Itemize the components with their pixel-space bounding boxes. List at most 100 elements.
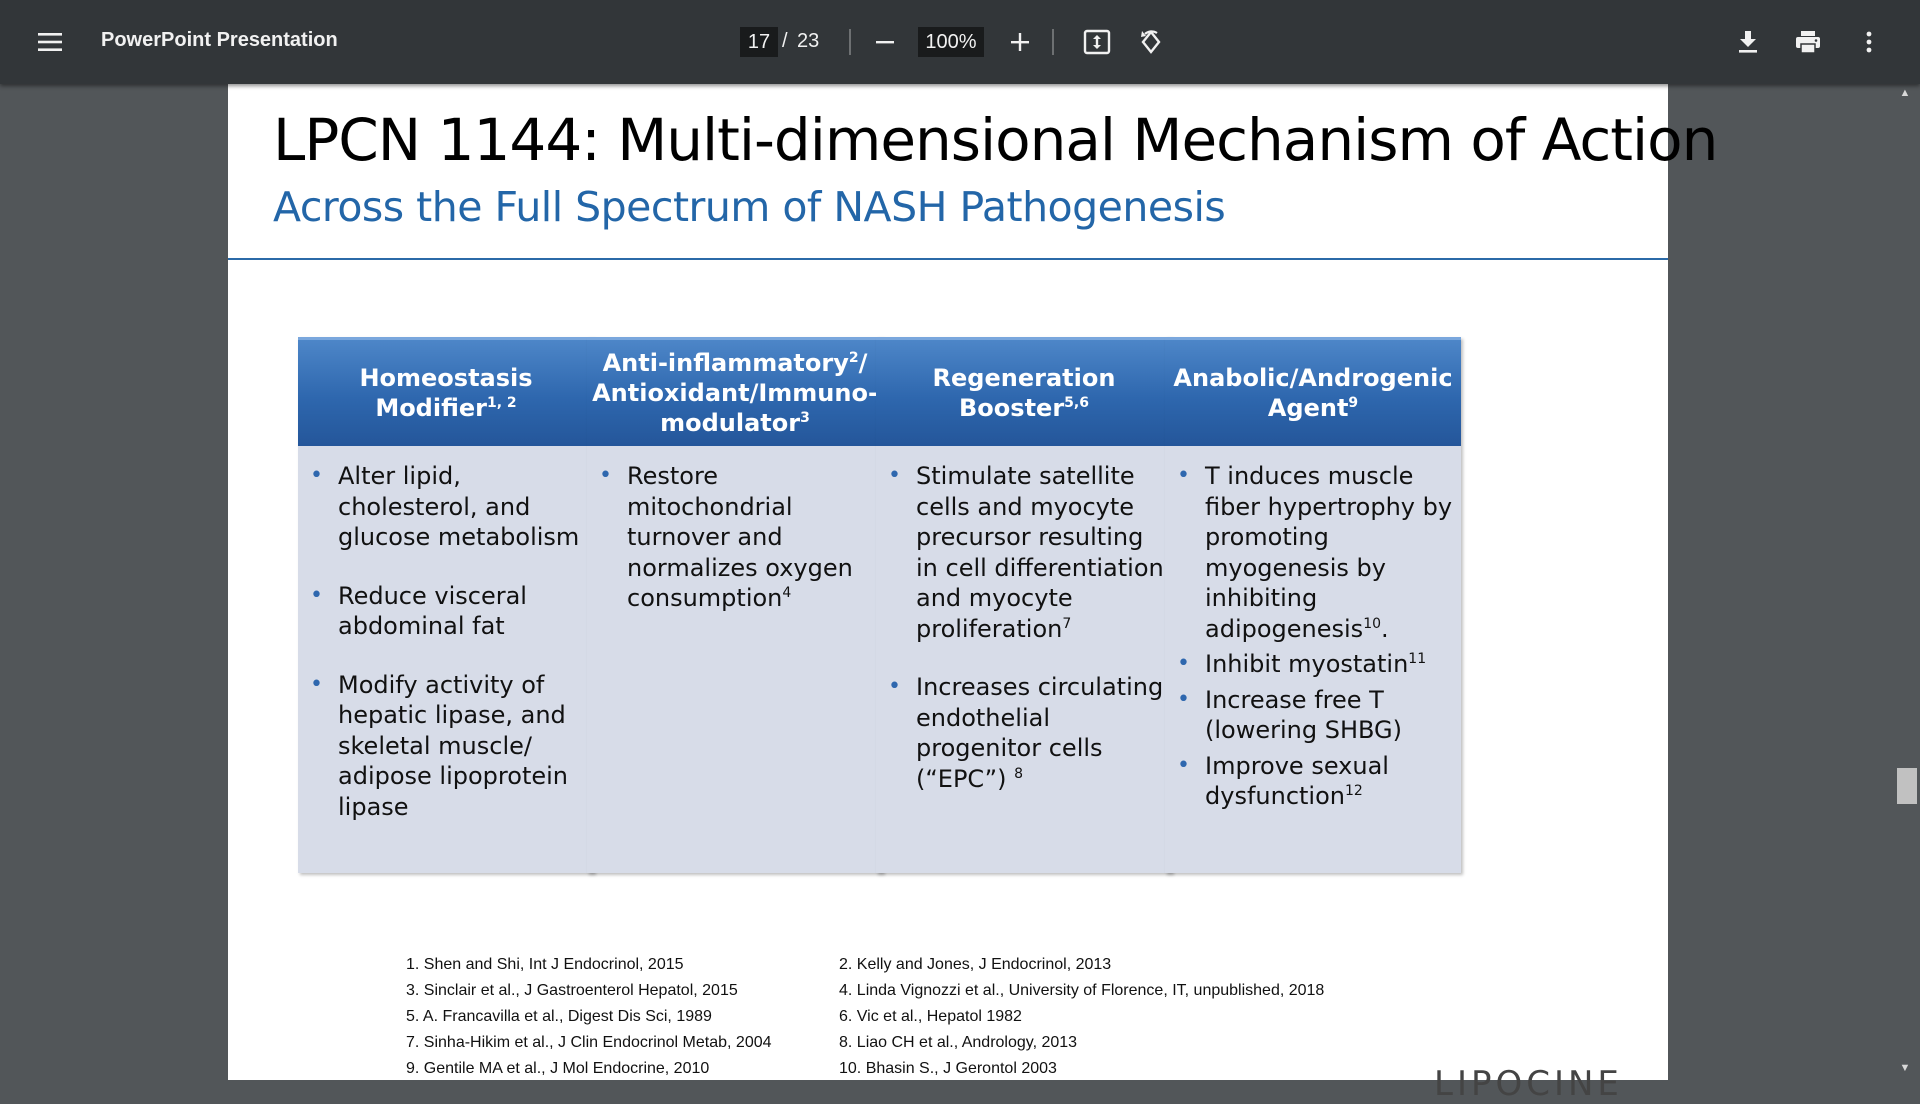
print-icon xyxy=(1796,31,1820,54)
citation-superscript: 1, 2 xyxy=(487,395,517,411)
bullet-item: Alter lipid, cholesterol, and glucose me… xyxy=(298,461,594,553)
column-header-line: Modifier1, 2 xyxy=(375,393,516,423)
bullet-tail: . xyxy=(1381,614,1389,643)
reference-entry: 7. Sinha-Hikim et al., J Clin Endocrinol… xyxy=(406,1034,772,1051)
bullet-text: Increase free T (lowering SHBG) xyxy=(1205,685,1403,745)
bullet-item: Increases circulating endothelial progen… xyxy=(876,672,1172,794)
bullet-list: Restore mitochondrial turnover and norma… xyxy=(587,461,883,614)
column-header-text: modulator xyxy=(660,409,801,437)
reference-entry: 2. Kelly and Jones, J Endocrinol, 2013 xyxy=(839,956,1112,973)
column-header-line: modulator3 xyxy=(660,408,810,438)
column-header-line: Regeneration xyxy=(933,363,1116,393)
reference-entry: 8. Liao CH et al., Andrology, 2013 xyxy=(839,1034,1078,1051)
citation-superscript: 10 xyxy=(1363,615,1382,632)
plus-icon xyxy=(1011,33,1029,51)
citation-superscript: 7 xyxy=(1062,615,1072,632)
page-total: 23 xyxy=(797,30,820,52)
fit-to-page-button[interactable] xyxy=(1077,22,1117,62)
pdf-toolbar: PowerPoint Presentation 17 / 23 100% xyxy=(0,0,1920,84)
bullet-text: Alter lipid, cholesterol, and glucose me… xyxy=(338,462,580,551)
column-header-line: Anti-inflammatory2/ xyxy=(603,348,868,378)
pdf-page: LPCN 1144: Multi-dimensional Mechanism o… xyxy=(228,84,1718,1104)
reference-entry: 5. A. Francavilla et al., Digest Dis Sci… xyxy=(406,1008,712,1025)
column-header-text: Modifier xyxy=(375,394,487,422)
bullet-item: Restore mitochondrial turnover and norma… xyxy=(587,461,883,614)
document-title: PowerPoint Presentation xyxy=(101,29,338,51)
bullet-list: Stimulate satellite cells and myocyte pr… xyxy=(876,461,1172,794)
page-number-input[interactable]: 17 xyxy=(740,27,778,57)
bullet-list: Alter lipid, cholesterol, and glucose me… xyxy=(298,461,594,822)
column-header-text: Agent xyxy=(1267,394,1349,422)
scrollbar-thumb[interactable] xyxy=(1897,768,1917,804)
slide-subtitle: Across the Full Spectrum of NASH Pathoge… xyxy=(273,183,1226,231)
rotate-button[interactable] xyxy=(1131,22,1171,62)
column-header-text: Booster xyxy=(959,394,1065,422)
column-header-text: Homeostasis xyxy=(359,364,533,392)
citation-superscript: 12 xyxy=(1344,783,1363,799)
bullet-text: Stimulate satellite cells and myocyte pr… xyxy=(916,462,1164,643)
logo-text: LIPOCINE xyxy=(1434,1064,1623,1104)
reference-entry: 1. Shen and Shi, Int J Endocrinol, 2015 xyxy=(406,956,684,973)
bullet-text: Increases circulating endothelial progen… xyxy=(916,673,1164,793)
slide-title: LPCN 1144: Multi-dimensional Mechanism o… xyxy=(273,106,1718,174)
reference-entry: 3. Sinclair et al., J Gastroenterol Hepa… xyxy=(406,982,738,999)
print-button[interactable] xyxy=(1788,22,1828,62)
bullet-text: Modify activity of hepatic lipase, and s… xyxy=(338,670,568,821)
fit-to-page-icon xyxy=(1083,29,1111,55)
download-icon xyxy=(1739,31,1757,53)
reference-entry: 10. Bhasin S., J Gerontol 2003 xyxy=(839,1060,1057,1077)
citation-superscript: 9 xyxy=(1348,395,1359,411)
column-header: Anti-inflammatory2/Antioxidant/Immuno-mo… xyxy=(587,337,883,446)
reference-entry: 9. Gentile MA et al., J Mol Endocrine, 2… xyxy=(406,1060,710,1077)
title-divider xyxy=(228,258,1668,260)
column-header-line: Antioxidant/Immuno- xyxy=(592,378,878,408)
citation-superscript: 4 xyxy=(782,585,792,601)
download-button[interactable] xyxy=(1728,22,1768,62)
citation-superscript: 2 xyxy=(848,350,859,366)
bullet-text: Improve sexual dysfunction xyxy=(1205,751,1389,811)
column-header-text: Antioxidant/Immuno- xyxy=(592,379,878,407)
bullet-list: T induces muscle fiber hypertrophy by pr… xyxy=(1165,461,1461,812)
column-header-text: Anabolic/Androgenic xyxy=(1173,364,1453,392)
zoom-out-button[interactable] xyxy=(865,22,905,62)
zoom-level-input[interactable]: 100% xyxy=(918,27,984,57)
more-options-button[interactable] xyxy=(1849,22,1889,62)
scroll-up-arrow[interactable]: ▲ xyxy=(1899,87,1911,99)
menu-button[interactable] xyxy=(30,22,70,62)
bullet-item: Modify activity of hepatic lipase, and s… xyxy=(298,670,594,823)
reference-entry: 6. Vic et al., Hepatol 1982 xyxy=(839,1008,1022,1025)
bullet-text: T induces muscle fiber hypertrophy by pr… xyxy=(1205,462,1453,643)
citation-superscript: 8 xyxy=(1014,765,1023,782)
reference-entry: 4. Linda Vignozzi et al., University of … xyxy=(839,982,1325,999)
column-header-tail: / xyxy=(858,349,868,377)
rotate-counterclockwise-icon xyxy=(1141,30,1161,54)
column-header-line: Booster5,6 xyxy=(959,393,1089,423)
company-logo: LIPOCINE xyxy=(1434,1064,1634,1104)
bullet-item: Reduce visceral abdominal fat xyxy=(298,581,594,642)
bullet-item: Inhibit myostatin11 xyxy=(1165,649,1461,680)
column-header-line: Anabolic/Androgenic xyxy=(1173,363,1452,393)
column-header-text: Regeneration xyxy=(932,364,1116,392)
references-right: 2. Kelly and Jones, J Endocrinol, 2013 4.… xyxy=(839,952,1324,1082)
bullet-item: T induces muscle fiber hypertrophy by pr… xyxy=(1165,461,1461,644)
page-separator: / xyxy=(782,30,788,52)
bullet-item: Increase free T (lowering SHBG) xyxy=(1165,685,1461,746)
bullet-text: Restore mitochondrial turnover and norma… xyxy=(627,462,853,612)
bullet-text: Reduce visceral abdominal fat xyxy=(338,581,527,641)
minus-icon xyxy=(876,41,894,44)
citation-superscript: 5,6 xyxy=(1064,395,1089,411)
column-header-line: Homeostasis xyxy=(359,363,532,393)
more-vertical-icon xyxy=(1866,31,1872,53)
toolbar-divider xyxy=(1052,29,1054,55)
bullet-item: Improve sexual dysfunction12 xyxy=(1165,751,1461,812)
zoom-in-button[interactable] xyxy=(1000,22,1040,62)
bullet-item: Stimulate satellite cells and myocyte pr… xyxy=(876,461,1172,644)
references-left: 1. Shen and Shi, Int J Endocrinol, 2015 3… xyxy=(406,952,772,1082)
bullet-text: Inhibit myostatin xyxy=(1205,650,1409,678)
scroll-down-arrow[interactable]: ▼ xyxy=(1899,1062,1911,1074)
